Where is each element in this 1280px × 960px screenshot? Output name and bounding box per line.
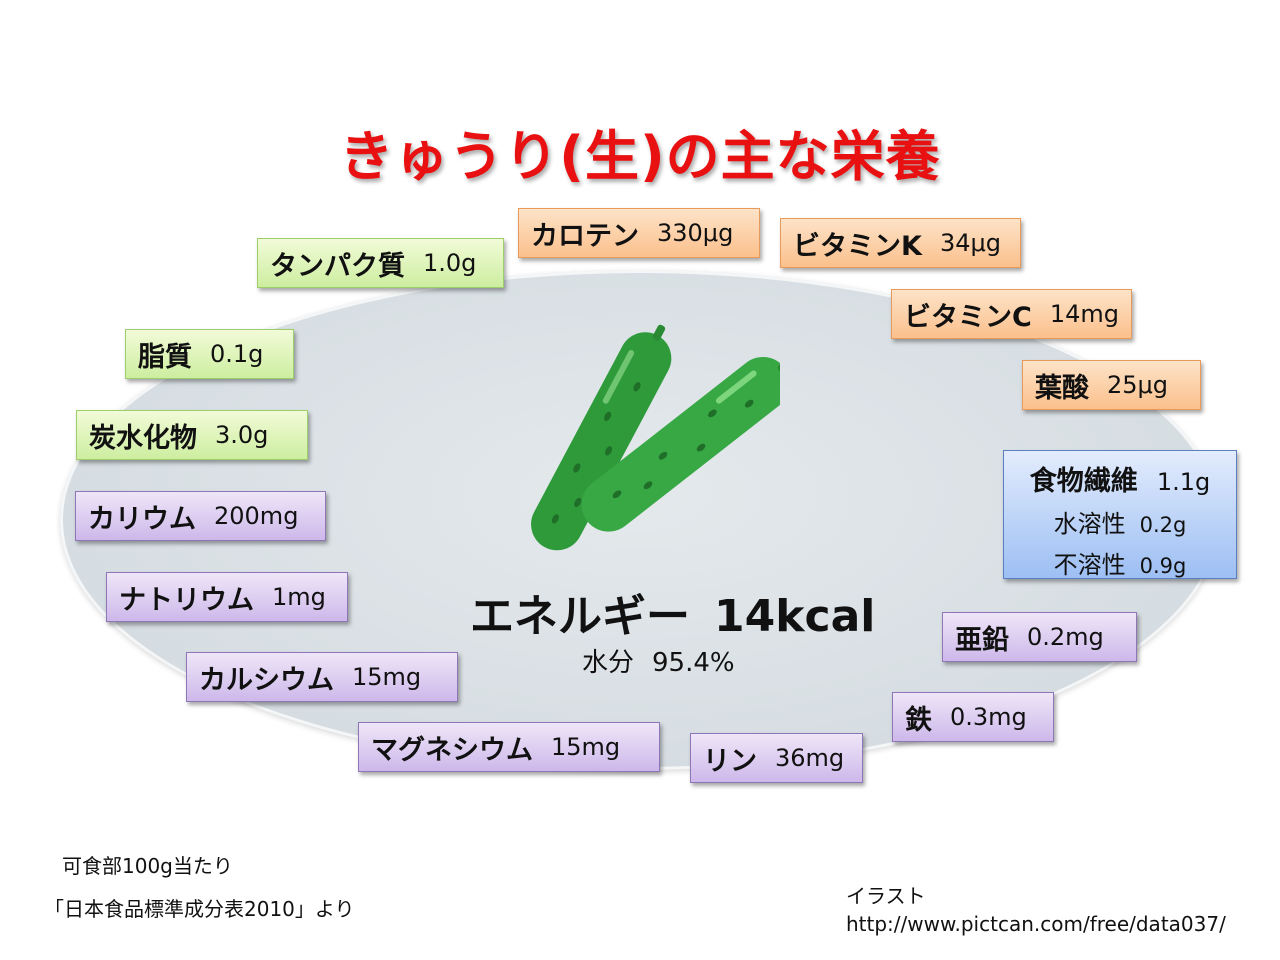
energy-value: 14kcal	[714, 591, 876, 642]
nutrient-box-protein: タンパク質 1.0g	[257, 238, 504, 288]
footer-basis: 可食部100g当たり	[62, 854, 233, 878]
nutrient-name: カルシウム	[199, 664, 334, 696]
nutrient-box-carbs: 炭水化物 3.0g	[76, 410, 308, 460]
nutrient-name: 葉酸	[1035, 372, 1089, 404]
footer-credit-label: イラスト	[846, 884, 926, 908]
water-line: 水分 95.4%	[582, 642, 735, 679]
nutrient-value: 15mg	[551, 733, 621, 761]
nutrient-box-sodium: ナトリウム 1mg	[106, 572, 348, 622]
nutrient-value: 15mg	[352, 663, 422, 691]
nutrient-box-fiber: 食物繊維 1.1g 水溶性 0.2g 不溶性 0.9g	[1003, 450, 1237, 579]
nutrient-value: 3.0g	[215, 421, 269, 449]
nutrient-name: ビタミンC	[904, 301, 1032, 333]
nutrient-name: カロテン	[531, 220, 639, 252]
fiber-soluble-row: 水溶性 0.2g	[1004, 504, 1236, 539]
nutrient-name: リン	[703, 745, 757, 777]
nutrient-box-potassium: カリウム 200mg	[75, 491, 326, 541]
fiber-insoluble-row: 不溶性 0.9g	[1004, 545, 1236, 580]
nutrient-value: 200mg	[214, 502, 299, 530]
fiber-soluble-label: 水溶性	[1053, 510, 1126, 538]
energy-line: エネルギー 14kcal	[470, 580, 875, 644]
nutrient-box-iron: 鉄 0.3mg	[892, 692, 1054, 742]
nutrient-value: 1mg	[272, 583, 326, 611]
nutrient-name: マグネシウム	[371, 734, 533, 766]
nutrient-name: ビタミンK	[793, 230, 922, 262]
nutrient-box-magnesium: マグネシウム 15mg	[358, 722, 660, 772]
energy-label: エネルギー	[470, 591, 690, 642]
nutrient-value: 25μg	[1107, 371, 1169, 399]
nutrient-box-fat: 脂質 0.1g	[125, 329, 294, 379]
nutrient-box-phosphorus: リン 36mg	[690, 733, 863, 783]
nutrient-box-folate: 葉酸 25μg	[1022, 360, 1201, 410]
nutrient-value: 0.2mg	[1027, 623, 1104, 651]
water-value: 95.4%	[652, 648, 735, 678]
nutrient-value: 330μg	[657, 219, 734, 247]
fiber-insoluble-label: 不溶性	[1053, 551, 1126, 579]
nutrient-box-vitamin-k: ビタミンK 34μg	[780, 218, 1021, 268]
nutrient-name: タンパク質	[270, 250, 405, 282]
nutrient-value: 14mg	[1049, 300, 1119, 328]
nutrient-box-zinc: 亜鉛 0.2mg	[942, 612, 1137, 662]
nutrient-value: 0.1g	[210, 340, 264, 368]
nutrient-name: 炭水化物	[89, 422, 197, 454]
water-label: 水分	[582, 648, 635, 678]
nutrient-value: 36mg	[775, 744, 845, 772]
nutrient-name: 鉄	[905, 704, 932, 736]
fiber-insoluble-value: 0.9g	[1139, 554, 1187, 578]
nutrient-name: カリウム	[88, 503, 196, 535]
fiber-value: 1.1g	[1156, 468, 1211, 496]
nutrient-name: 亜鉛	[955, 624, 1009, 656]
cucumber-illustration	[531, 324, 780, 551]
nutrient-box-vitamin-c: ビタミンC 14mg	[891, 289, 1132, 339]
nutrient-box-calcium: カルシウム 15mg	[186, 652, 458, 702]
nutrient-name: 脂質	[138, 341, 192, 373]
nutrient-name: ナトリウム	[119, 584, 254, 616]
nutrient-box-carotene: カロテン 330μg	[518, 208, 760, 258]
nutrient-value: 1.0g	[423, 249, 477, 277]
nutrient-value: 0.3mg	[950, 703, 1027, 731]
fiber-soluble-value: 0.2g	[1139, 513, 1187, 537]
fiber-name: 食物繊維	[1029, 466, 1138, 497]
footer-source: 「日本食品標準成分表2010」より	[44, 897, 355, 921]
footer-credit-url[interactable]: http://www.pictcan.com/free/data037/	[846, 912, 1226, 936]
page-title: きゅうり(生)の主な栄養	[339, 125, 941, 188]
nutrient-value: 34μg	[939, 229, 1001, 257]
